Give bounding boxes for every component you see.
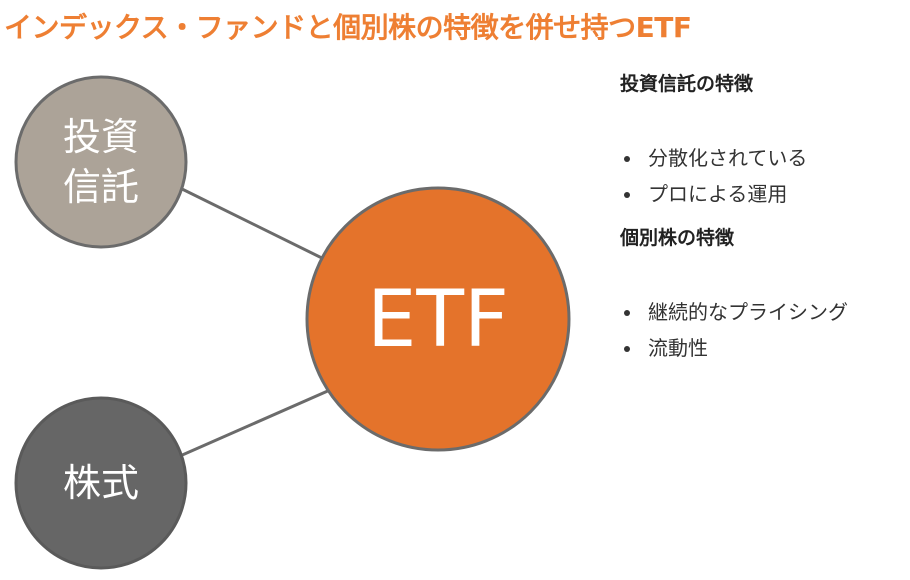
etf-node-label: ETF xyxy=(367,275,509,365)
connector-fund-etf xyxy=(179,186,331,264)
list-item: 分散化されている xyxy=(620,140,910,176)
features-panel: 投資信託の特徴 分散化されている プロによる運用 個別株の特徴 継続的なプライシ… xyxy=(620,66,910,366)
fund-node-label-line1: 投資 xyxy=(63,115,139,159)
stock-features-title: 個別株の特徴 xyxy=(620,227,735,249)
stock-features-list: 継続的なプライシング 流動性 xyxy=(620,294,910,366)
stock-node-label: 株式 xyxy=(63,461,139,505)
page-title: インデックス・ファンドと個別株の特徴を併せ持つETF xyxy=(4,11,692,44)
fund-node-label-line2: 信託 xyxy=(63,165,139,209)
etf-node xyxy=(305,186,571,452)
list-item: プロによる運用 xyxy=(620,176,910,212)
connector-stock-etf xyxy=(179,388,331,458)
etf-diagram: 投資 信託 株式 ETF xyxy=(14,75,571,570)
list-item: 継続的なプライシング xyxy=(620,294,910,330)
stock-node xyxy=(14,396,188,570)
spacer xyxy=(620,256,910,294)
spacer xyxy=(620,212,910,220)
list-item: 流動性 xyxy=(620,330,910,366)
fund-features-list: 分散化されている プロによる運用 xyxy=(620,140,910,212)
spacer xyxy=(620,102,910,140)
fund-features-title: 投資信託の特徴 xyxy=(620,73,754,95)
fund-node xyxy=(14,75,188,249)
